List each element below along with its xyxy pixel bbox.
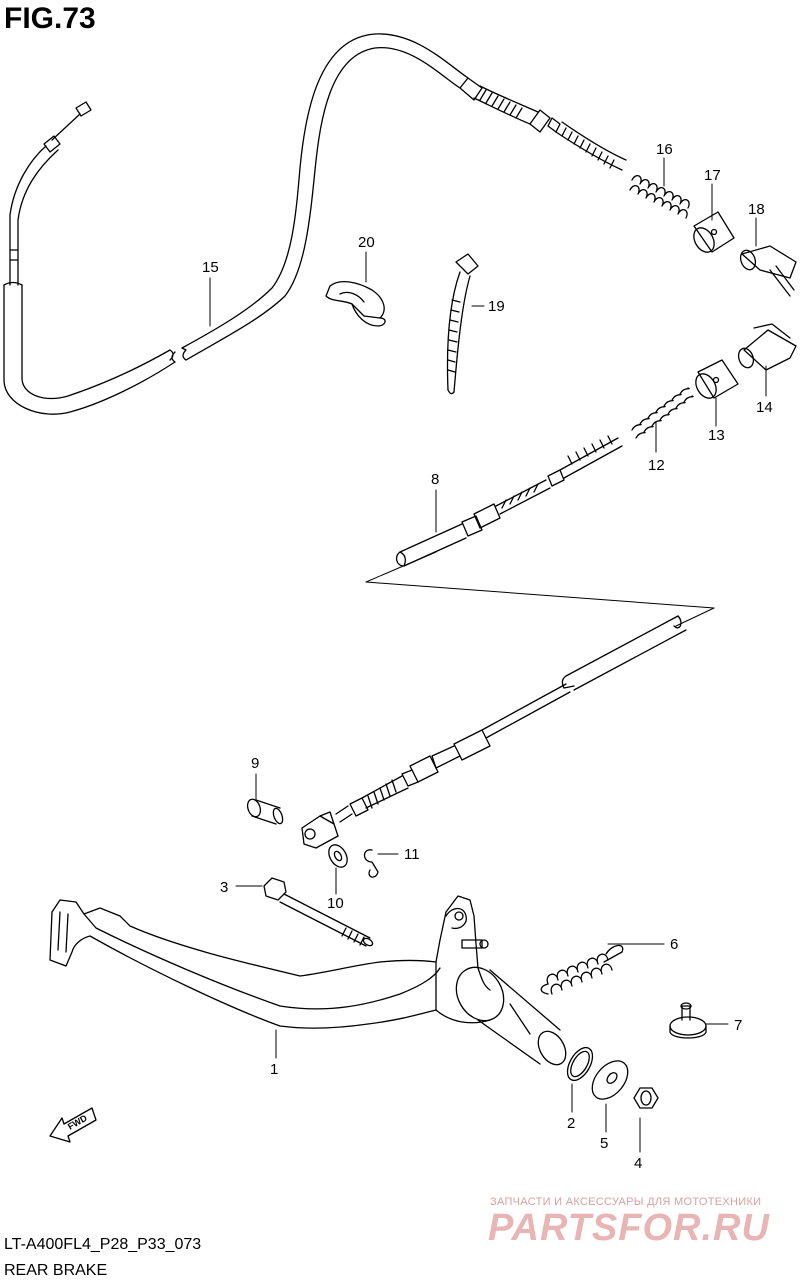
collar-13 xyxy=(695,359,739,399)
watermark-logo: PARTSFOR.RU xyxy=(488,1207,770,1246)
callout-12: 12 xyxy=(648,457,665,474)
o-ring-2 xyxy=(566,1046,594,1082)
spring-12 xyxy=(631,387,694,439)
callout-15: 15 xyxy=(202,259,219,276)
fwd-arrow xyxy=(49,1107,97,1143)
callout-18: 18 xyxy=(748,201,765,218)
callout-6: 6 xyxy=(670,936,678,953)
callout-14: 14 xyxy=(756,399,773,416)
callout-2: 2 xyxy=(567,1115,575,1132)
nut-4 xyxy=(633,1087,659,1109)
cap-7 xyxy=(669,1002,707,1039)
washer-5 xyxy=(591,1060,629,1100)
brake-cable-lower xyxy=(301,435,715,849)
brake-pedal-1 xyxy=(49,895,567,1066)
bolt-3 xyxy=(263,877,374,947)
figure-title: FIG.73 xyxy=(4,2,96,35)
callout-5: 5 xyxy=(600,1135,608,1152)
callout-19: 19 xyxy=(488,298,505,315)
leader-lines xyxy=(209,157,767,1153)
washer-10 xyxy=(328,844,348,868)
callout-20: 20 xyxy=(358,234,375,251)
watermark-tagline: ЗАПЧАСТИ И АКСЕССУАРЫ ДЛЯ МОТОТЕХНИКИ xyxy=(490,1196,762,1208)
callout-10: 10 xyxy=(327,895,344,912)
joint-18 xyxy=(739,245,797,297)
callout-9: 9 xyxy=(251,755,259,772)
footer-name: REAR BRAKE xyxy=(4,1262,108,1279)
joint-14 xyxy=(737,323,797,371)
watermark-logo-text: PARTSFOR.RU xyxy=(488,1207,770,1246)
cable-tie-19 xyxy=(446,253,479,395)
collar-17 xyxy=(693,211,735,253)
callout-7: 7 xyxy=(734,1017,742,1034)
footer-code: LT-A400FL4_P28_P33_073 xyxy=(4,1236,202,1253)
callout-17: 17 xyxy=(704,167,721,184)
spring-16 xyxy=(629,175,690,219)
clamp-20 xyxy=(325,280,386,327)
callout-13: 13 xyxy=(708,427,725,444)
brake-cable-upper xyxy=(3,33,627,415)
callout-11: 11 xyxy=(404,846,420,863)
cotter-pin-11 xyxy=(363,849,379,878)
callout-16: 16 xyxy=(656,141,673,158)
return-spring-6 xyxy=(540,944,624,995)
callout-4: 4 xyxy=(634,1155,642,1172)
callout-1: 1 xyxy=(270,1061,278,1078)
callout-8: 8 xyxy=(431,471,439,488)
pin-9 xyxy=(246,798,284,825)
callout-3: 3 xyxy=(220,879,228,896)
